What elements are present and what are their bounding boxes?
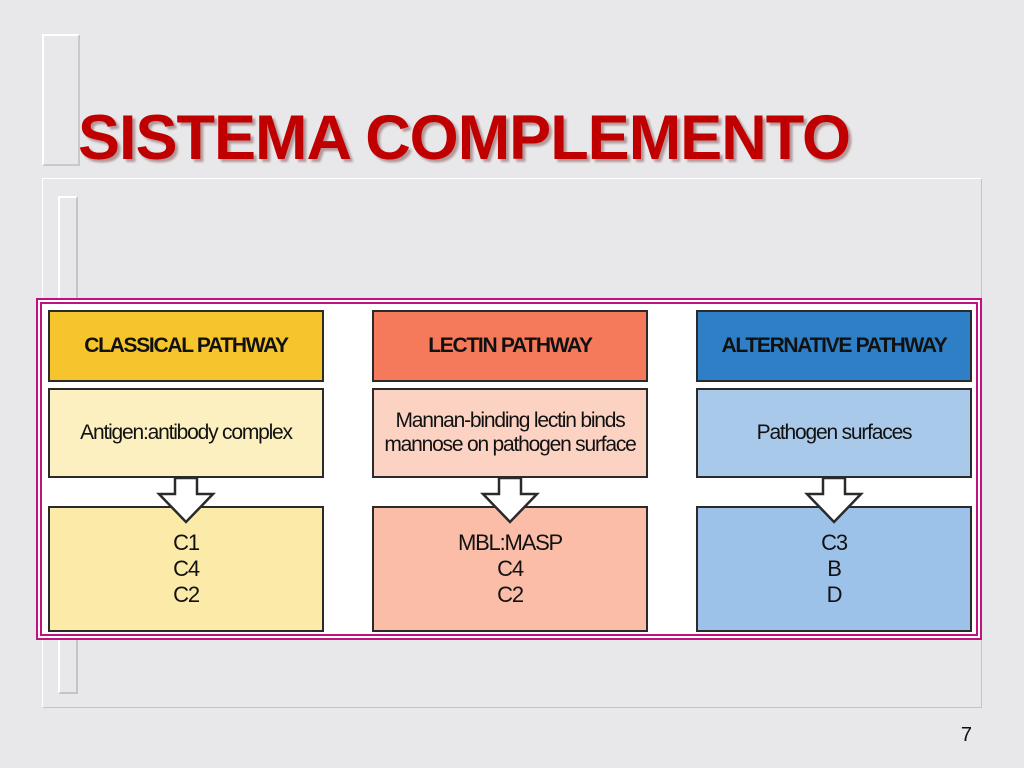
component-label: D bbox=[826, 581, 843, 607]
alternative-pathway-header: ALTERNATIVE PATHWAY bbox=[696, 310, 972, 382]
page-number: 7 bbox=[960, 724, 972, 746]
trigger-line: mannose on pathogen surface bbox=[384, 433, 637, 456]
component-label: C2 bbox=[173, 581, 200, 607]
down-arrow-icon bbox=[156, 476, 216, 524]
component-label: B bbox=[827, 556, 842, 582]
lectin-pathway-components: MBL:MASP C4 C2 bbox=[372, 506, 648, 632]
decorative-frame-top bbox=[42, 34, 80, 166]
trigger-line: Mannan-binding lectin binds bbox=[395, 408, 625, 432]
slide-title: SISTEMA COMPLEMENTO bbox=[78, 103, 851, 173]
classical-pathway-components: C1 C4 C2 bbox=[48, 506, 324, 632]
complement-pathways-diagram: CLASSICAL PATHWAY Antigen:antibody compl… bbox=[36, 298, 982, 640]
component-label: C4 bbox=[173, 556, 200, 582]
component-label: C1 bbox=[173, 530, 200, 556]
component-label: C4 bbox=[497, 556, 524, 582]
component-label: MBL:MASP bbox=[457, 530, 563, 556]
component-label: C3 bbox=[821, 530, 848, 556]
down-arrow-icon bbox=[480, 476, 540, 524]
classical-pathway-trigger: Antigen:antibody complex bbox=[48, 388, 324, 478]
component-label: C2 bbox=[497, 581, 524, 607]
classical-pathway-header: CLASSICAL PATHWAY bbox=[48, 310, 324, 382]
down-arrow-icon bbox=[804, 476, 864, 524]
lectin-pathway-trigger: Mannan-binding lectin binds mannose on p… bbox=[372, 388, 648, 478]
alternative-pathway-trigger: Pathogen surfaces bbox=[696, 388, 972, 478]
lectin-pathway-header: LECTIN PATHWAY bbox=[372, 310, 648, 382]
alternative-pathway-components: C3 B D bbox=[696, 506, 972, 632]
